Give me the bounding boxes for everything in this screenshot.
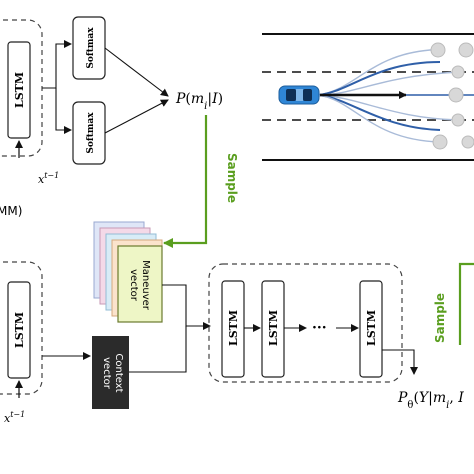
top-lstm-label: LSTM: [13, 72, 26, 108]
maneuver-vector-label-2: vector: [128, 269, 139, 302]
sample-label-2: Sample: [433, 293, 447, 343]
decoder-lstm-label-2: LSTM: [267, 310, 280, 346]
top-input-label: xt−1: [38, 171, 59, 186]
lstm-to-softmax-2: [55, 88, 72, 134]
trajectory-probability-label: Pθ(Y|mi, I: [397, 390, 464, 411]
car-icon: [278, 85, 320, 105]
maneuver-probability-label: P(mi|I): [175, 91, 223, 112]
decoder-lstm-label-1: LSTM: [227, 310, 240, 346]
softmax-1-to-prob: [104, 47, 169, 97]
cut-caption: MM): [0, 204, 22, 218]
bottom-input-label: xt−1: [4, 410, 25, 425]
maneuver-vector-label-1: Maneuver: [140, 260, 151, 311]
context-vector-box: [92, 336, 129, 409]
context-vector-label-1: Context: [113, 353, 124, 392]
bottom-lstm-box: [7, 281, 31, 379]
bottom-encoder-frame: [0, 261, 43, 395]
decoder-lstm-box-3: [359, 280, 383, 378]
maneuver-to-decoder-arrow: [162, 284, 211, 330]
maneuver-vector-stack: Maneuver vector: [93, 221, 163, 323]
decoder-lstm-box-2: [261, 280, 285, 378]
decoder-output-arrow: [382, 349, 418, 375]
context-to-decoder-arrow: [129, 326, 187, 373]
sample-label-1: Sample: [225, 153, 239, 203]
decoder-lstm-label-3: LSTM: [365, 310, 378, 346]
top-lstm-box: [7, 41, 31, 139]
road-scene: [262, 33, 474, 161]
bottom-lstm-label: LSTM: [13, 312, 26, 348]
context-vector-label-2: vector: [101, 357, 112, 390]
decoder-ellipsis: ···: [312, 320, 327, 336]
decoder-frame: [208, 263, 403, 383]
decoder-lstm-box-1: [221, 280, 245, 378]
softmax-label-2: Softmax: [86, 112, 96, 154]
softmax-2-to-prob: [104, 99, 169, 134]
softmax-label-1: Softmax: [86, 27, 96, 69]
sample-arrow-right: [458, 262, 474, 345]
lstm-to-softmax-1: [42, 40, 72, 89]
sample-arrow: [163, 115, 208, 248]
